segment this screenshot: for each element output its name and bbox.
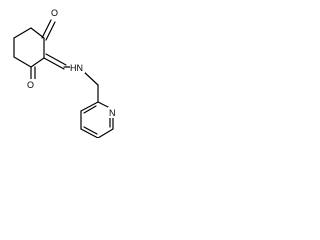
exocyclic-double-bond-a [43, 57, 65, 70]
chemical-structure-diagram: O O HN N [13, 7, 118, 138]
enamine-linker [43, 53, 73, 70]
exocyclic-double-bond-b [45, 53, 67, 66]
atom-label-nh: HN [70, 63, 83, 73]
pyridine-bond-c2-c3-inner [83, 105, 97, 114]
carbonyl-top-bond-b [45, 21, 56, 41]
pyridine-bond-c5-c6 [97, 128, 114, 138]
carbonyl-top [41, 19, 56, 41]
atom-labels: O O HN N [26, 7, 118, 118]
ring-bond-c5-c4 [13, 56, 32, 68]
atom-label-o-top: O [51, 8, 58, 18]
pyridine-bond-c2-c3 [80, 101, 99, 112]
carbonyl-top-bond-a [41, 19, 52, 39]
pyridine-bond-c4-c5 [80, 128, 99, 138]
atom-label-o-bottom: O [27, 80, 34, 90]
ring-bond-c2-c1 [30, 27, 45, 39]
nh-ch2-bond [82, 70, 99, 86]
cyclohexanedione-ring [13, 27, 45, 68]
ring-bond-c1-c6 [13, 27, 32, 39]
ethyl-chain [82, 70, 99, 103]
ring-bond-c4-c3 [30, 57, 45, 68]
atom-label-n-pyridine: N [109, 108, 116, 118]
pyridine-bond-c4-c5-inner [83, 126, 98, 135]
carbonyl-bottom [30, 66, 36, 81]
pyridine-ring [80, 101, 114, 138]
